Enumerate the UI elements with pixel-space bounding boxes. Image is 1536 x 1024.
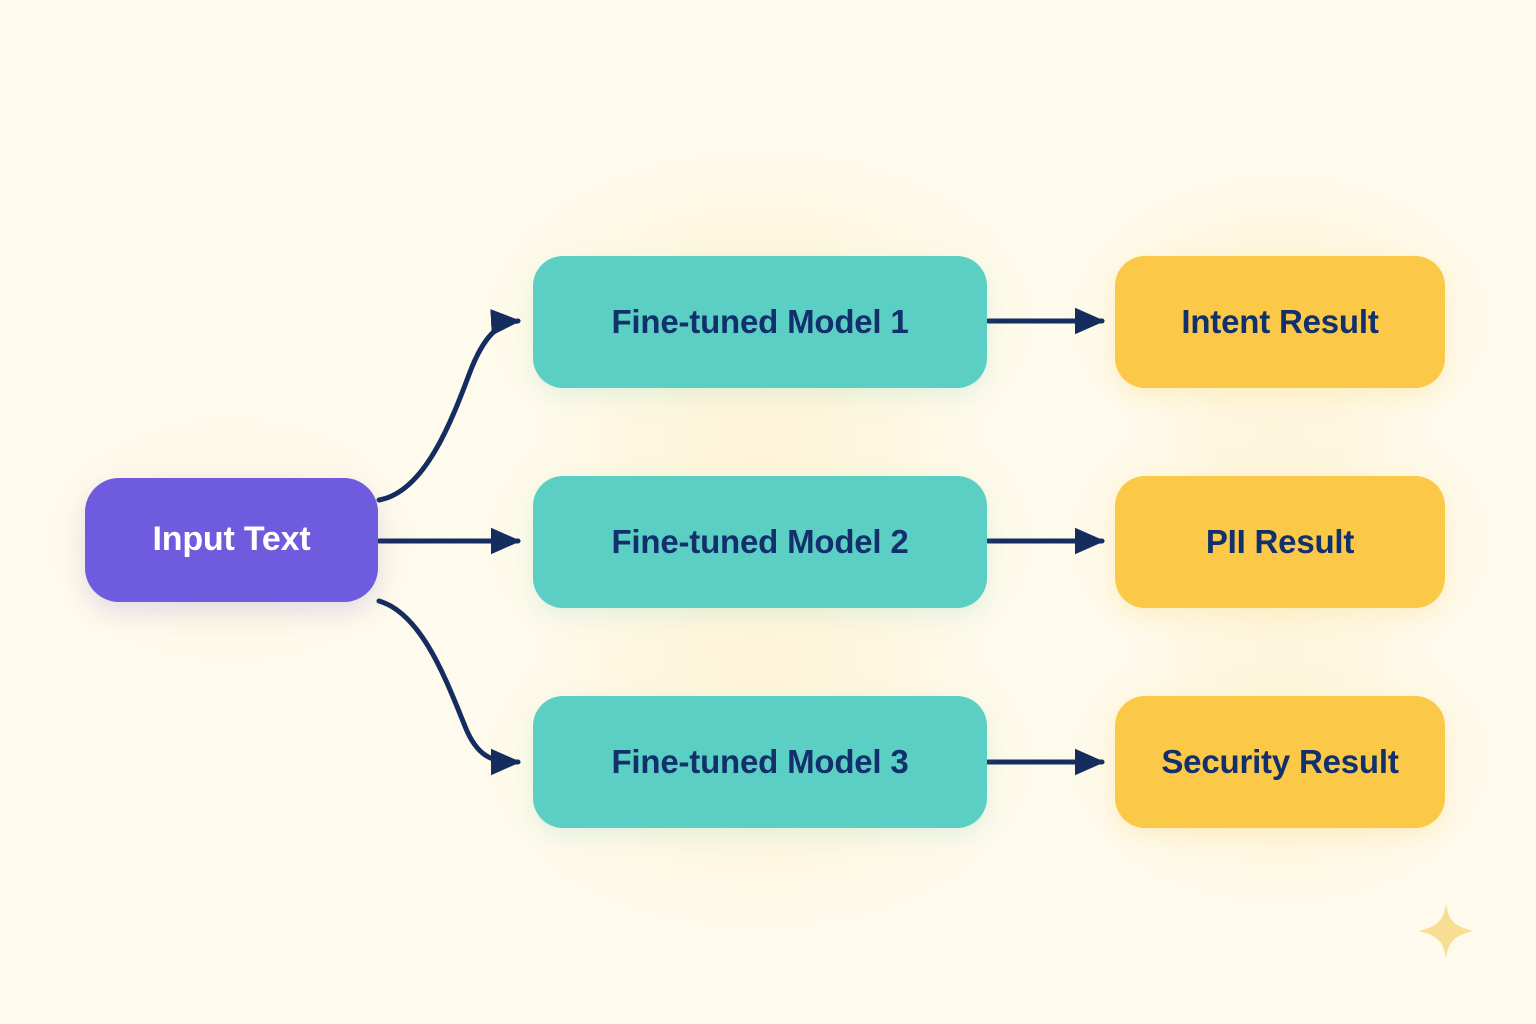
node-fine-tuned-model-1[interactable]: Fine-tuned Model 1 (533, 256, 987, 388)
node-fine-tuned-model-1-label: Fine-tuned Model 1 (611, 302, 909, 340)
node-input-text-label: Input Text (152, 520, 311, 559)
node-fine-tuned-model-2[interactable]: Fine-tuned Model 2 (533, 476, 987, 608)
node-fine-tuned-model-3-label: Fine-tuned Model 3 (611, 742, 909, 780)
node-pii-result-label: PII Result (1205, 522, 1355, 560)
node-security-result-label: Security Result (1161, 742, 1399, 780)
node-intent-result[interactable]: Intent Result (1115, 256, 1445, 388)
node-intent-result-label: Intent Result (1181, 302, 1379, 340)
node-input-text[interactable]: Input Text (85, 478, 378, 602)
sparkle-icon (1418, 903, 1474, 959)
edge-input-to-model-1 (376, 309, 521, 503)
node-security-result[interactable]: Security Result (1115, 696, 1445, 828)
node-pii-result[interactable]: PII Result (1115, 476, 1445, 608)
node-fine-tuned-model-2-label: Fine-tuned Model 2 (611, 522, 909, 560)
edge-input-to-model-3 (376, 598, 521, 776)
node-fine-tuned-model-3[interactable]: Fine-tuned Model 3 (533, 696, 987, 828)
